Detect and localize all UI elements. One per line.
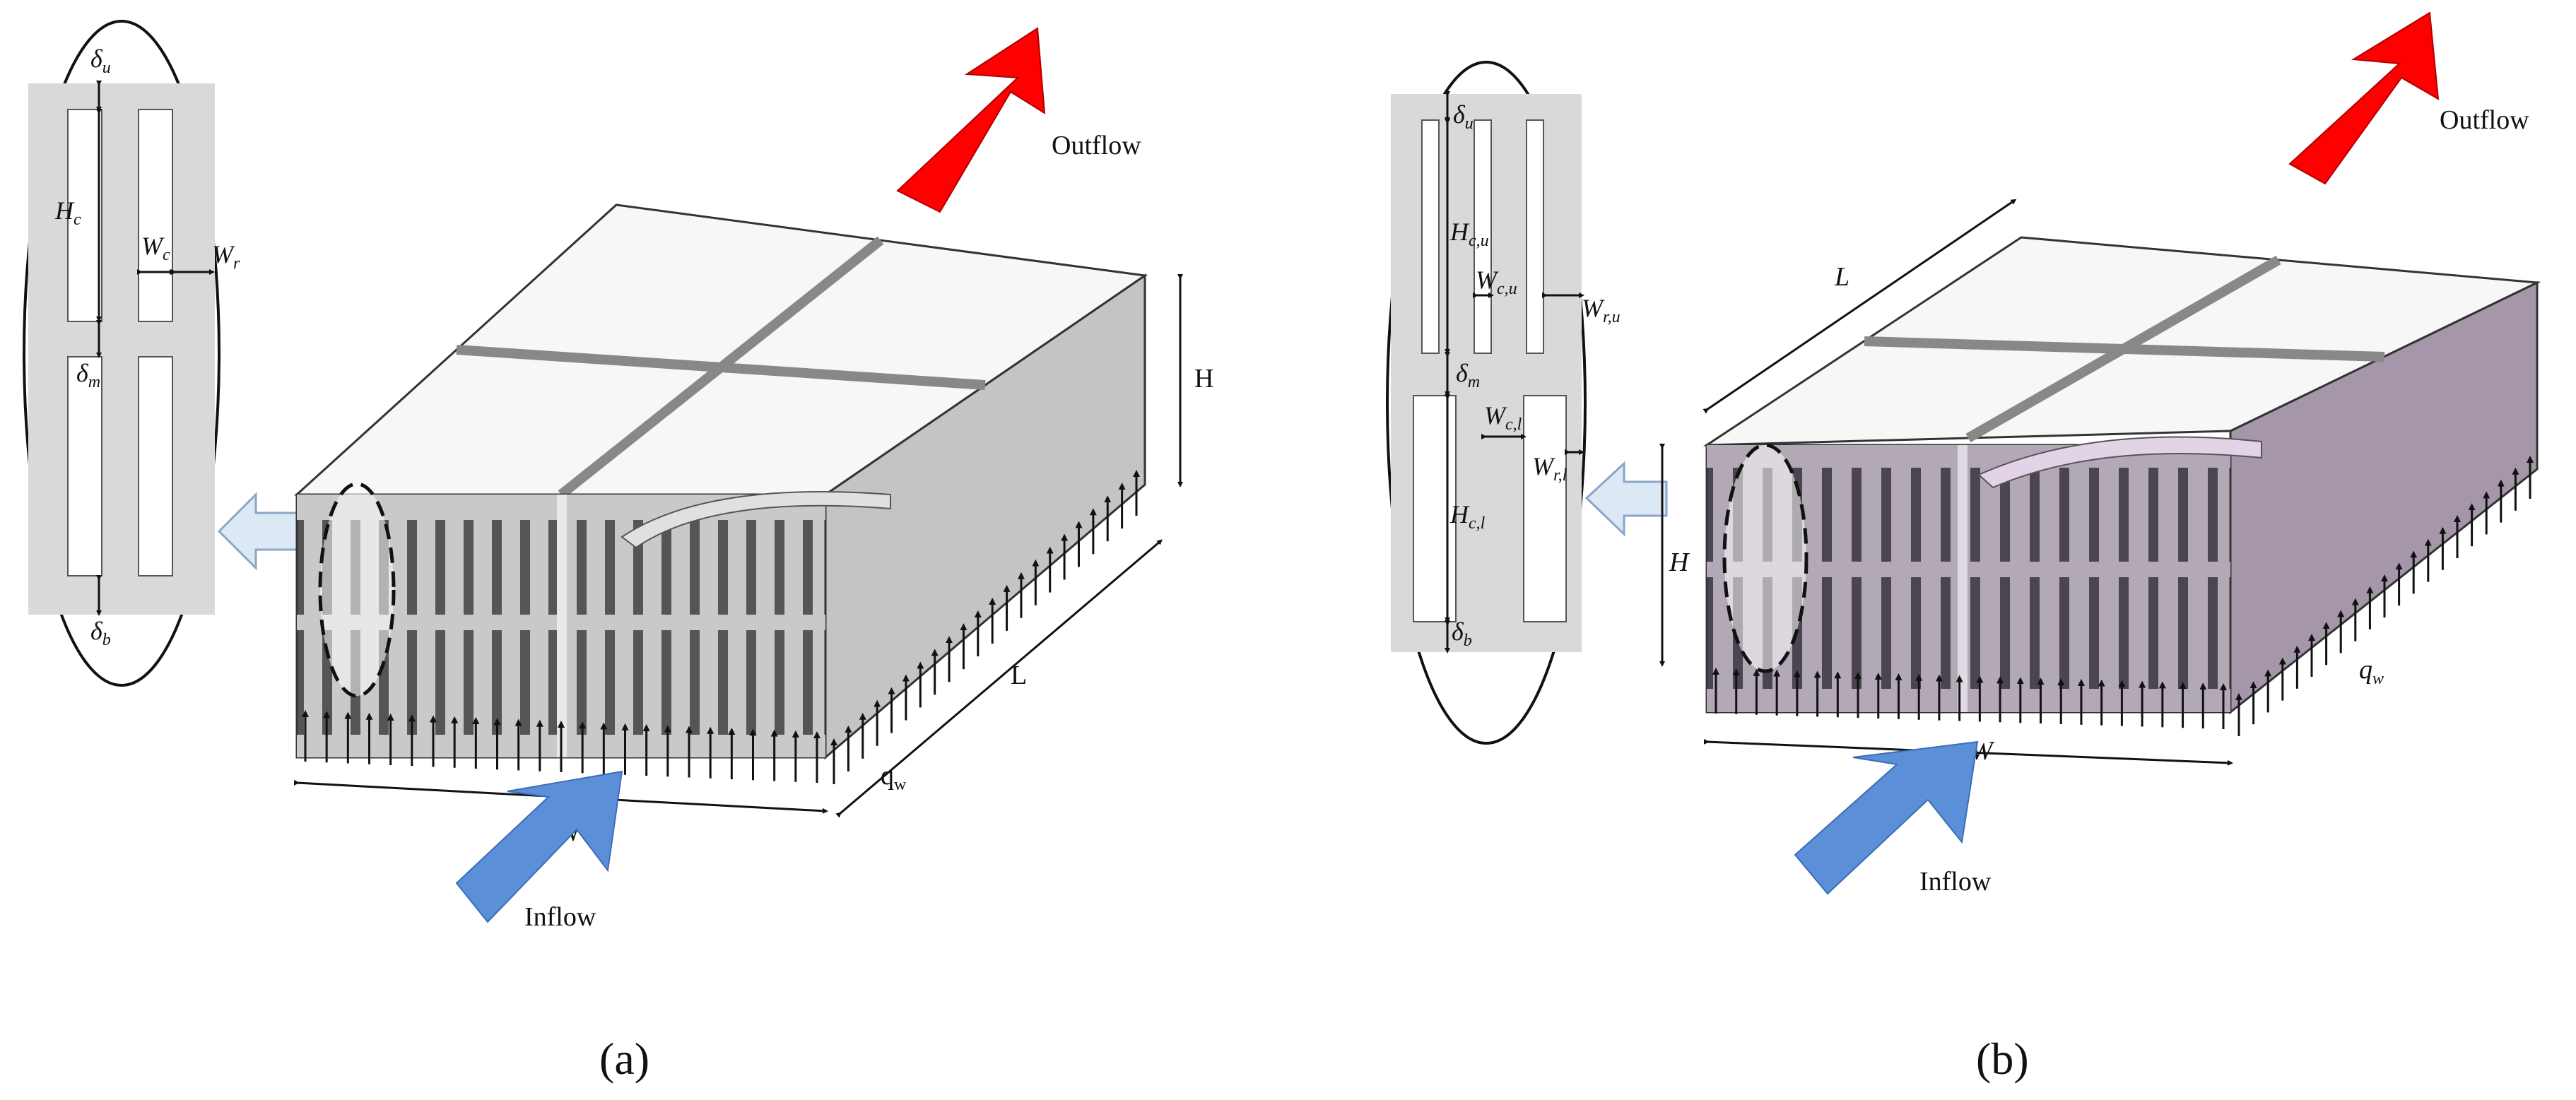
top-groove-v-a xyxy=(558,236,884,499)
label-Hc: Hc xyxy=(54,196,81,229)
label-delta-u-b: δu xyxy=(1453,100,1474,133)
label-outflow-a: Outflow xyxy=(1052,131,1141,160)
front-divider-a xyxy=(557,495,567,757)
heat-sink-block-a: H L W qw xyxy=(293,203,1213,847)
heat-flux-arrows-side-b xyxy=(2235,456,2534,736)
heat-flux-arrows-front-a xyxy=(302,710,821,783)
cutaway-a xyxy=(621,491,891,549)
label-H-a: H xyxy=(1194,364,1213,394)
label-qw-b: qw xyxy=(2359,655,2384,688)
dim-line-L-b xyxy=(1702,199,2017,414)
heat-sink-block-b: H L W qw xyxy=(1659,199,2541,766)
dim-line-L-a xyxy=(835,539,1163,818)
label-Wcu: Wc,u xyxy=(1476,266,1517,298)
label-L-b: L xyxy=(1834,262,1849,292)
label-delta-b-b: δb xyxy=(1452,617,1472,650)
label-delta-m-b: δm xyxy=(1456,359,1480,391)
channel-upper-1 xyxy=(1421,119,1440,354)
label-Wrl: Wr,l xyxy=(1532,452,1568,485)
pointer-arrow-a xyxy=(217,492,298,571)
inflow-arrow-a xyxy=(455,770,623,923)
label-Hcu: Hc,u xyxy=(1449,218,1489,250)
inflow-arrow-b xyxy=(1794,740,1979,895)
cutaway-b xyxy=(1977,436,2262,489)
detail-ellipse-a: δu Hc Wc Wr δm δb xyxy=(23,20,240,687)
detail-cross-section-a xyxy=(28,83,215,615)
outflow-arrow-a xyxy=(896,27,1046,213)
front-mid-wall-b xyxy=(1707,562,2230,577)
front-divider-b xyxy=(1958,445,1968,712)
detail-ellipse-b: δu Hc,u Wc,u Wr,u δm Wc,l Wr,l Hc,l δb xyxy=(1386,61,1621,745)
label-Wr: Wr xyxy=(212,240,240,273)
channel-lower-right xyxy=(138,356,173,576)
channel-lower-1 xyxy=(1413,395,1457,622)
panel-a: δu Hc Wc Wr δm δb xyxy=(23,20,1213,1084)
label-L-a: L xyxy=(1011,661,1027,690)
label-delta-u: δu xyxy=(90,45,111,77)
outflow-arrow-b xyxy=(2288,11,2440,185)
caption-b: (b) xyxy=(1976,1034,2029,1084)
highlight-ellipse-b xyxy=(1722,443,1809,673)
label-qw-a: qw xyxy=(881,761,907,794)
label-Wc: Wc xyxy=(141,232,170,264)
channel-lower-2 xyxy=(1523,395,1567,622)
pointer-arrow-b xyxy=(1584,461,1668,537)
top-groove-v-b xyxy=(1965,255,2281,443)
channel-lower-left xyxy=(67,356,102,576)
channel-upper-2 xyxy=(1474,119,1492,354)
highlight-ellipse-a xyxy=(318,482,396,698)
label-Wru: Wr,u xyxy=(1582,294,1621,326)
panel-b: δu Hc,u Wc,u Wr,u δm Wc,l Wr,l Hc,l δb xyxy=(1386,11,2541,1084)
heat-flux-arrows-front-b xyxy=(1712,668,2227,729)
label-H-b: H xyxy=(1669,548,1690,577)
label-inflow-a: Inflow xyxy=(524,902,596,932)
label-Wcl: Wc,l xyxy=(1484,401,1522,434)
label-inflow-b: Inflow xyxy=(1919,867,1992,897)
front-bottom-wall-b xyxy=(1707,689,2230,712)
channel-upper-3 xyxy=(1526,119,1544,354)
label-Hcl: Hc,l xyxy=(1449,500,1486,533)
label-outflow-b: Outflow xyxy=(2440,105,2529,135)
label-delta-m: δm xyxy=(76,359,100,391)
label-delta-b: δb xyxy=(90,617,111,649)
caption-a: (a) xyxy=(599,1034,649,1084)
channel-upper-right xyxy=(138,109,173,322)
